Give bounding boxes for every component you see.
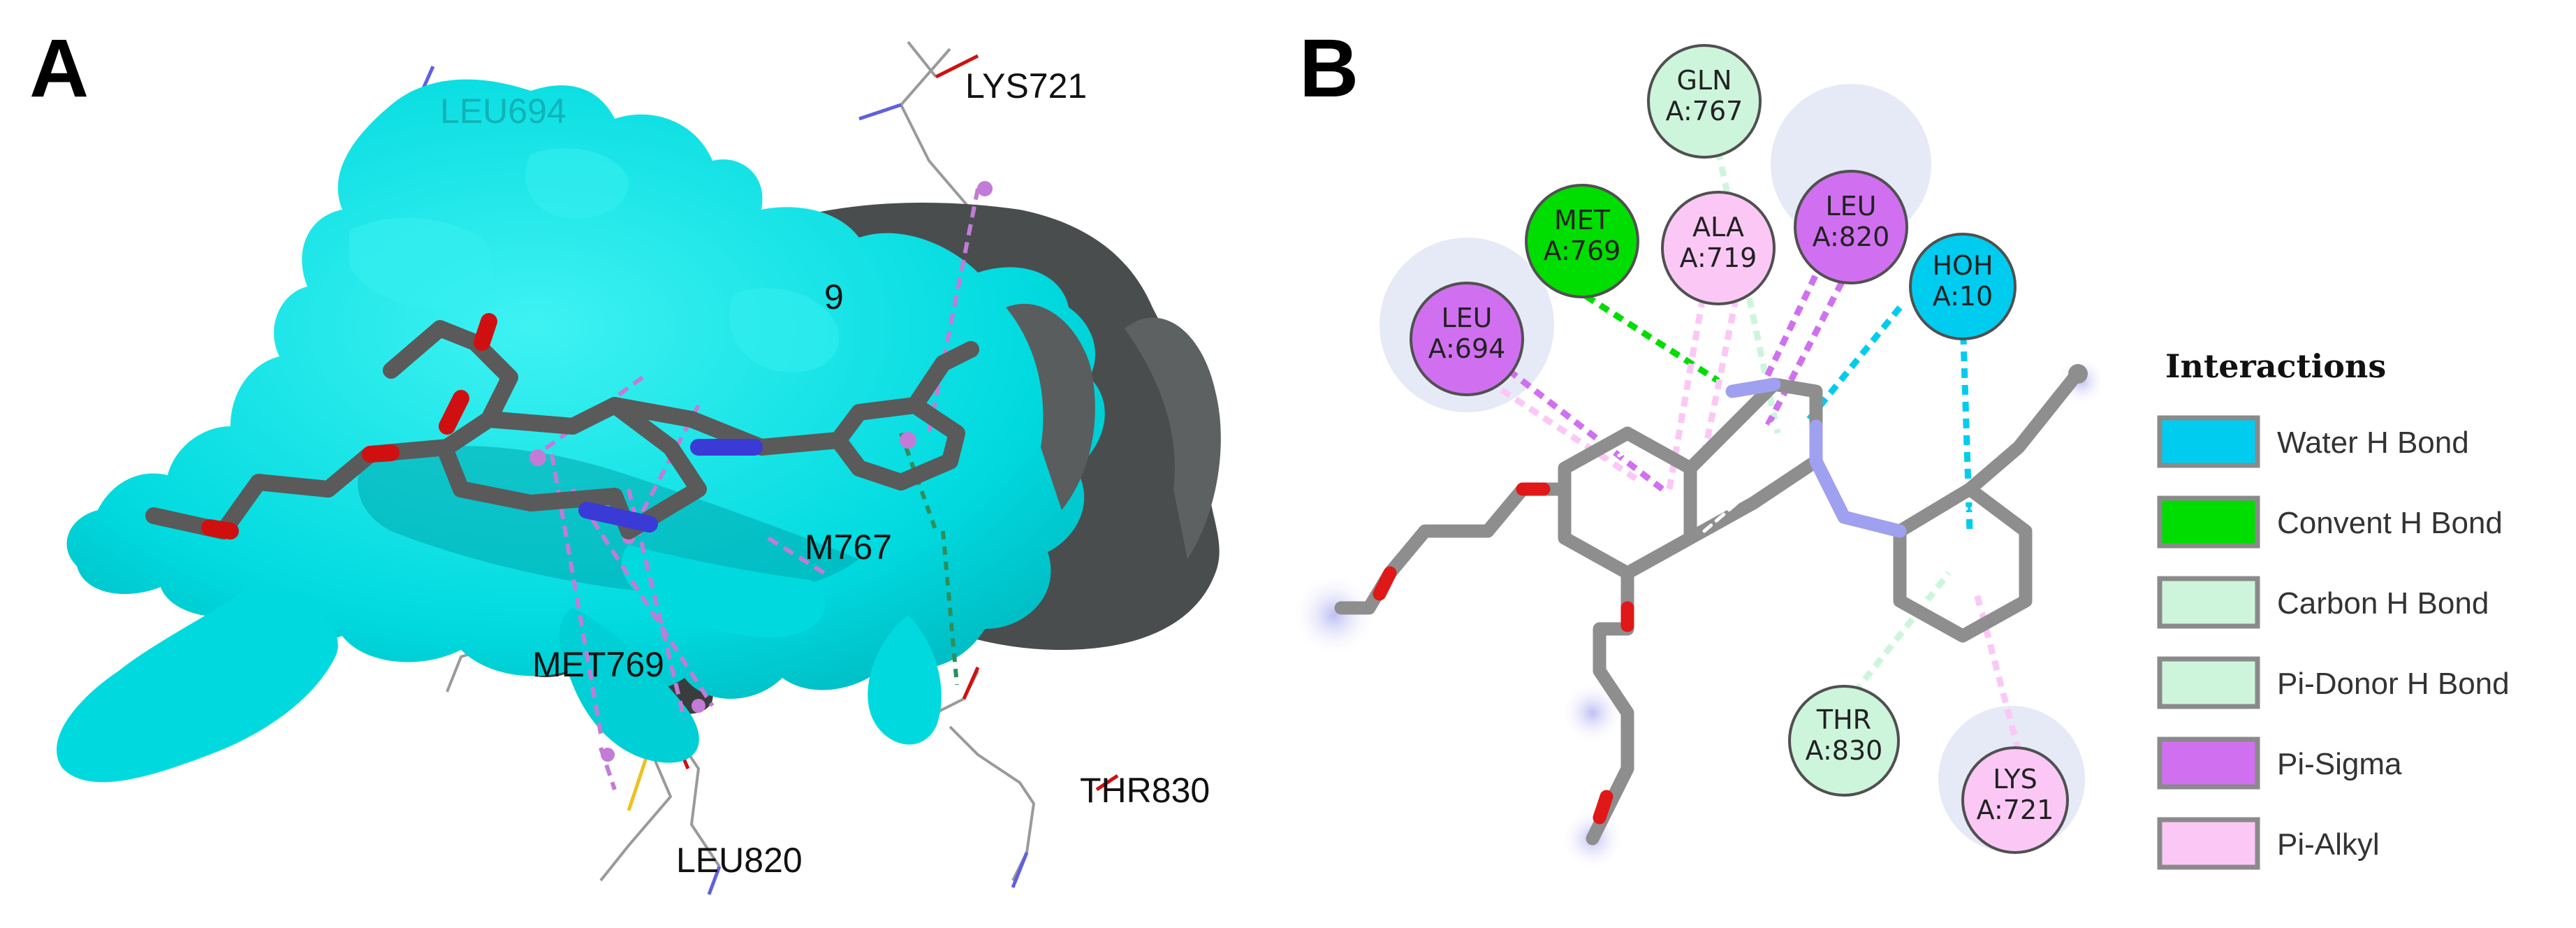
residue-thr830: THR A:830 — [1788, 685, 1900, 797]
residue-hoh10: HOH A:10 — [1909, 233, 2017, 340]
residue-leu694: LEU A:694 — [1410, 282, 1524, 396]
legend-label: Carbon H Bond — [2277, 586, 2489, 621]
residue-met769: MET A:769 — [1525, 184, 1639, 298]
svg-text:THR: THR — [1816, 704, 1871, 735]
svg-text:A:767: A:767 — [1666, 96, 1743, 126]
label-leu694: LEU694 — [440, 92, 566, 131]
legend-item: Carbon H Bond — [2157, 576, 2489, 629]
panel-b: B — [1292, 22, 2510, 870]
legend-label: Water H Bond — [2277, 426, 2469, 460]
interaction-centroids — [529, 181, 993, 762]
panel-b-letter: B — [1299, 22, 1359, 115]
svg-text:A:769: A:769 — [1544, 235, 1621, 266]
legend-label: Pi-Alkyl — [2277, 827, 2380, 862]
legend-item: Convent H Bond — [2157, 495, 2503, 549]
label-met769: MET769 — [532, 645, 664, 684]
svg-text:LEU: LEU — [1442, 303, 1493, 333]
svg-text:A:820: A:820 — [1813, 222, 1890, 252]
legend-item: Pi-Alkyl — [2157, 817, 2380, 870]
svg-text:A:694: A:694 — [1428, 333, 1506, 364]
legend-swatch — [2157, 576, 2260, 629]
legend-item: Pi-Sigma — [2157, 737, 2402, 790]
residue-leu820: LEU A:820 — [1794, 170, 1908, 284]
svg-text:A:719: A:719 — [1680, 242, 1757, 273]
residue-gln767: GLN A:767 — [1647, 44, 1762, 159]
legend-swatch — [2157, 415, 2260, 468]
legend-item: Pi-Donor H Bond — [2157, 656, 2510, 709]
svg-text:MET: MET — [1554, 205, 1611, 235]
svg-text:LYS: LYS — [1993, 764, 2037, 795]
legend-item: Water H Bond — [2157, 415, 2469, 468]
svg-text:A:10: A:10 — [1933, 281, 1993, 312]
legend-label: Pi-Donor H Bond — [2277, 667, 2510, 701]
svg-text:ALA: ALA — [1692, 212, 1744, 242]
legend-swatch — [2157, 737, 2260, 790]
label-leu820: LEU820 — [676, 841, 803, 880]
ligand-2d — [1334, 364, 2088, 846]
residue-lys721: LYS A:721 — [1961, 746, 2069, 854]
label-met767-partial: M767 — [805, 528, 892, 567]
ligand-3d — [145, 313, 979, 539]
legend-swatch — [2157, 817, 2260, 870]
legend-title: Interactions — [2165, 347, 2386, 385]
legend-label: Convent H Bond — [2277, 506, 2503, 540]
panel-a: A — [29, 22, 1221, 895]
svg-text:A:830: A:830 — [1806, 735, 1883, 766]
label-ala719-partial: 9 — [824, 277, 844, 317]
pocket-wall — [1006, 303, 1095, 510]
panel-a-letter: A — [29, 22, 89, 115]
residue-ala719: ALA A:719 — [1661, 191, 1776, 305]
svg-text:GLN: GLN — [1676, 65, 1732, 96]
label-lys721: LYS721 — [965, 66, 1087, 106]
legend-label: Pi-Sigma — [2277, 747, 2402, 781]
svg-text:A:721: A:721 — [1977, 795, 2054, 825]
legend-swatch — [2157, 656, 2260, 709]
legend-swatch — [2157, 495, 2260, 549]
svg-text:HOH: HOH — [1932, 250, 1993, 281]
label-thr830: THR830 — [1080, 771, 1210, 810]
svg-text:LEU: LEU — [1826, 191, 1877, 222]
